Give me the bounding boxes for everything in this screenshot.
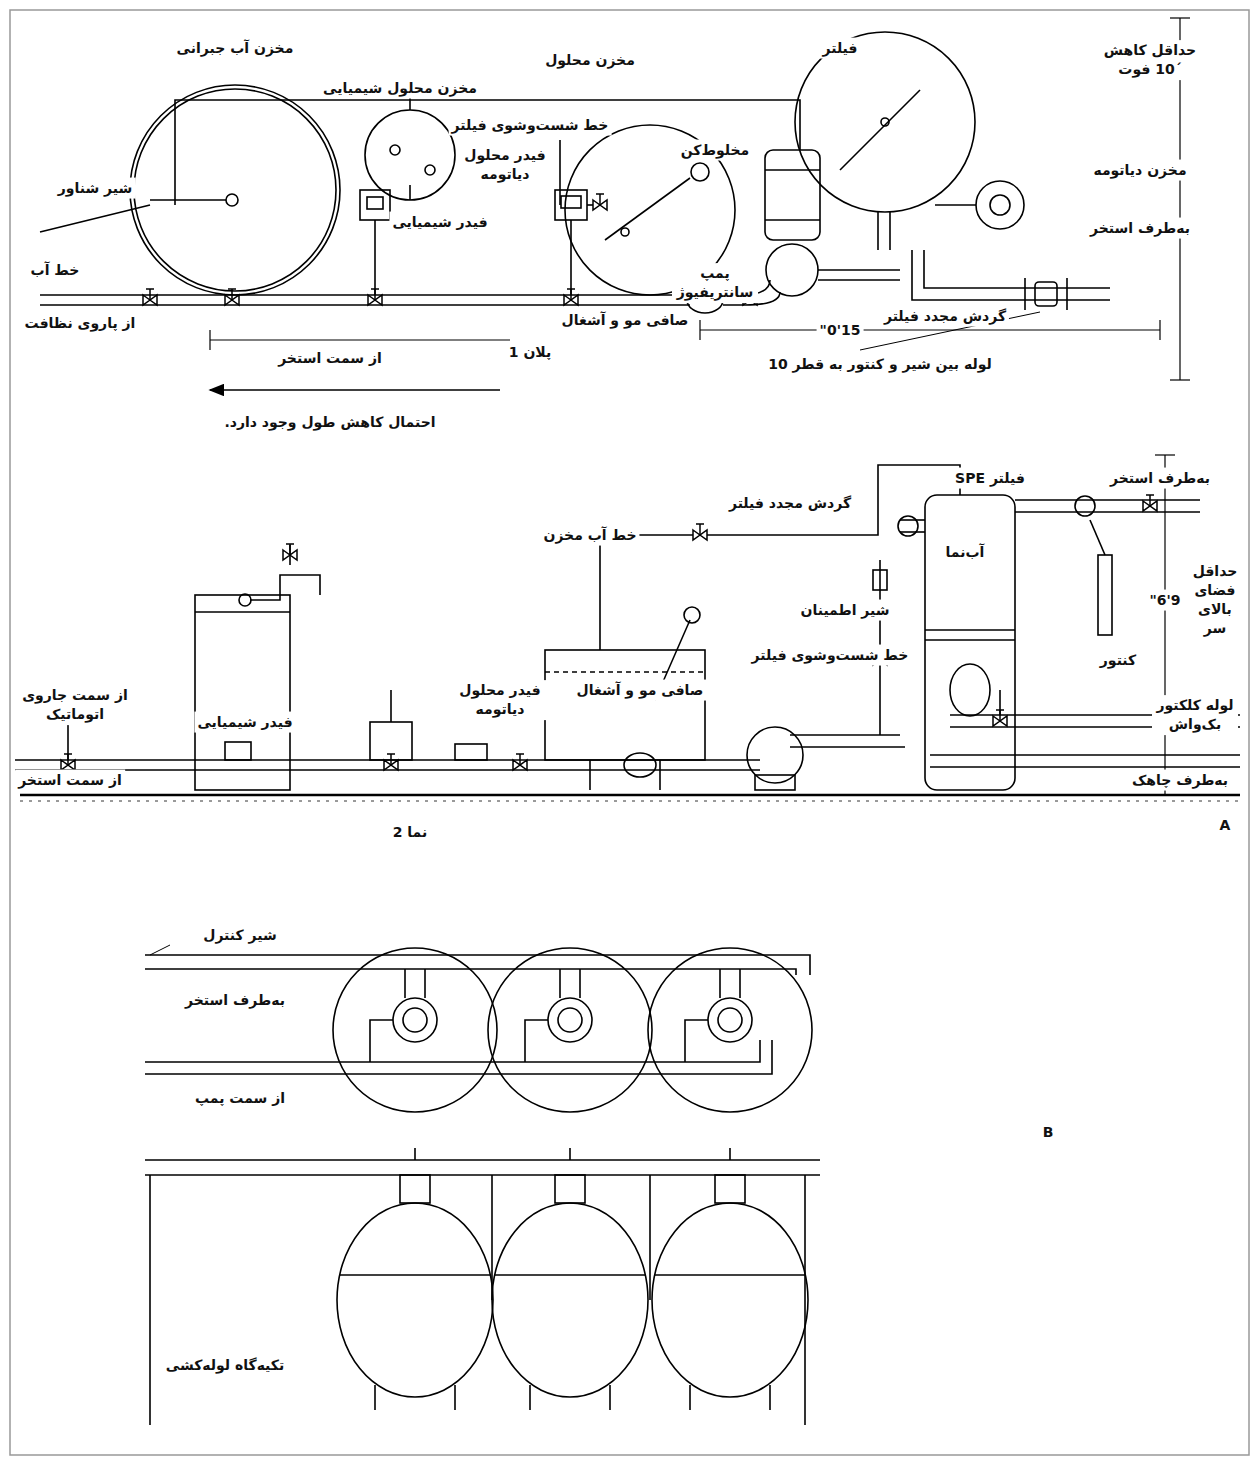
part-label: مخزن محلول شیمیایی xyxy=(320,78,480,99)
part-label: صافی مو و آشغال xyxy=(559,310,692,331)
part-label: گردش مجدد فیلتر xyxy=(726,493,854,514)
part-label: فیلتر SPE xyxy=(952,468,1028,489)
part-label: احتمال کاهش طول وجود دارد. xyxy=(221,412,438,433)
part-label: گردش مجدد فیلتر xyxy=(881,306,1009,327)
part-label: خط آب مخزن xyxy=(540,525,639,546)
part-label: کنتور xyxy=(1097,650,1139,671)
part-label: نما 2 xyxy=(390,822,431,843)
part-label: لوله کلکتور بک‌واش xyxy=(1152,695,1238,735)
part-label: مخزن دیاتومه xyxy=(1090,160,1189,181)
part-label: به‌طرف چاهک xyxy=(1129,770,1231,791)
part-label: از سمت پمپ xyxy=(192,1088,288,1109)
part-label: فیدر شیمیایی xyxy=(194,712,295,733)
part-label: حداقل کاهش ´10 فوت xyxy=(1097,40,1203,80)
part-label: فیلتر xyxy=(819,38,860,59)
part-label: از پاروی نظافت xyxy=(22,313,139,334)
part-label: خط شست‌وشوی فیلتر xyxy=(749,645,912,666)
part-label: صافی مو و آشغال xyxy=(574,680,707,701)
part-label: فیدر شیمیایی xyxy=(389,212,490,233)
part-label: 15'0" xyxy=(817,320,864,341)
part-label: B xyxy=(1040,1122,1057,1143)
part-label: پلان 1 xyxy=(506,342,554,363)
part-label: آب‌نما xyxy=(943,542,988,563)
part-label: لوله بین شیر و کنتور به قطر 10 xyxy=(765,354,995,375)
part-label: از سمت استخر xyxy=(275,348,385,369)
part-label: از سمت جاروی اتوماتیک xyxy=(17,685,133,725)
part-label: به‌طرف استخر xyxy=(1087,218,1193,239)
part-label: حداقل فضای بالای سر xyxy=(1182,561,1248,639)
part-label: مخلوط‌کن xyxy=(678,140,753,161)
part-label: تکیه‌گاه لوله‌کشی xyxy=(163,1355,287,1376)
part-label: خط شست‌وشوی فیلتر xyxy=(449,115,612,136)
part-label: فیدر محلول دیاتومه xyxy=(452,680,548,720)
part-label: فیدر محلول دیاتومه xyxy=(457,145,553,185)
part-label: شیر شناور xyxy=(55,178,136,199)
part-label: به‌طرف استخر xyxy=(182,990,288,1011)
part-label: مخزن محلول xyxy=(542,50,638,71)
part-label: پمپ سانتریفیوژ xyxy=(672,263,758,303)
part-label: به‌طرف استخر xyxy=(1107,468,1213,489)
part-label: از سمت استخر xyxy=(15,770,125,791)
part-label: خط آب xyxy=(28,260,83,281)
part-label: 9'6" xyxy=(1146,590,1183,611)
part-label: شیر اطمینان xyxy=(797,600,892,621)
part-label: A xyxy=(1217,815,1234,836)
part-label: شیر کنترل xyxy=(200,925,280,946)
part-label: مخزن آب جبرانی xyxy=(174,38,297,59)
